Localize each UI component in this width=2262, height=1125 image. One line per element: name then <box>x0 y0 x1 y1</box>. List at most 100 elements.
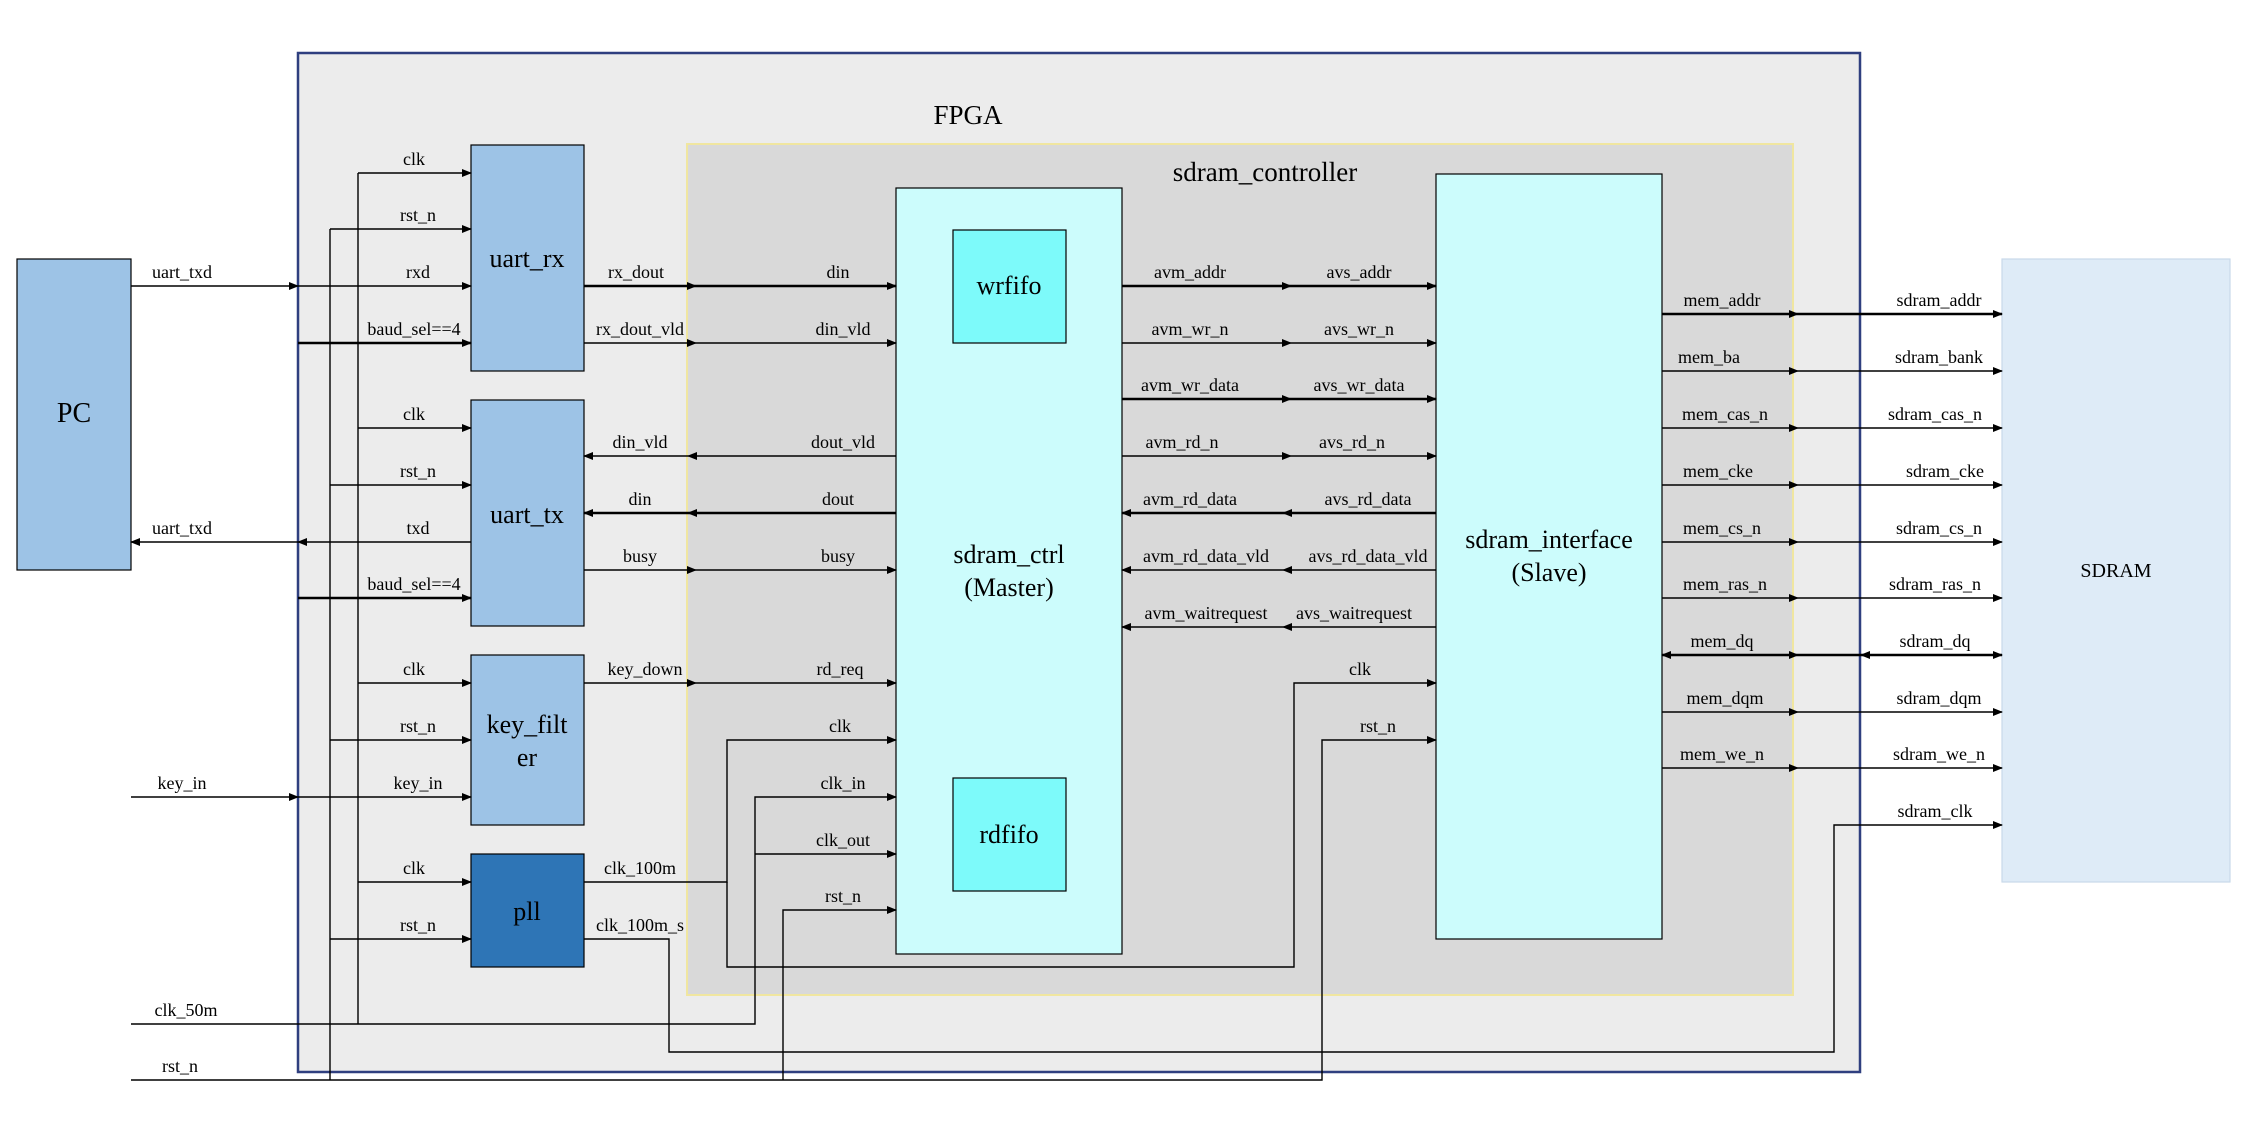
key-filter-label-line1: key_filt <box>487 710 569 739</box>
uart-rx-label: uart_rx <box>489 244 564 273</box>
mem-cke-label: mem_cke <box>1683 461 1753 481</box>
rx-dout-mid-arrow <box>687 282 697 290</box>
key-filter-rst-n-label: rst_n <box>400 716 436 736</box>
mem-addr-label: mem_addr <box>1684 290 1761 310</box>
mem-we-n-label: mem_we_n <box>1680 744 1764 764</box>
uart-tx-baud-sel-label: baud_sel==4 <box>367 574 460 594</box>
avm-wr-n-label: avm_wr_n <box>1152 319 1229 339</box>
pll-label: pll <box>513 897 540 926</box>
ctrl-rd-req-label: rd_req <box>817 659 864 679</box>
uart-rx-block <box>470 144 585 372</box>
uart-tx-txd-label: txd <box>406 518 429 538</box>
avs-rd-data-vld-label: avs_rd_data_vld <box>1309 546 1428 566</box>
sdram-clk-label: sdram_clk <box>1898 801 1973 821</box>
pc-uart-txd-in-label: uart_txd <box>152 262 212 282</box>
rdfifo-block <box>952 777 1067 892</box>
wrfifo-label: wrfifo <box>977 271 1042 300</box>
ctrl-dout-vld-label: dout_vld <box>811 432 875 452</box>
avs-wr-data-label: avs_wr_data <box>1314 375 1405 395</box>
ctrl-busy-label: busy <box>821 546 855 566</box>
mem-dqm-mid-arrow <box>1789 708 1799 716</box>
mem-dq-label: mem_dq <box>1691 631 1754 651</box>
tx-busy-label: busy <box>623 546 657 566</box>
mem-cke-mid-arrow <box>1789 481 1799 489</box>
ctrl-rst-n-label: rst_n <box>825 886 861 906</box>
mem-ba-mid-arrow <box>1789 367 1799 375</box>
uart-rx-rst-n-label: rst_n <box>400 205 436 225</box>
avm-rd-data-label: avm_rd_data <box>1143 489 1237 509</box>
busy-mid-arrow <box>687 566 697 574</box>
avm-addr-label: avm_addr <box>1154 262 1226 282</box>
clk-100m-s-wire <box>584 821 2003 1053</box>
avs-rd-n-label: avs_rd_n <box>1319 432 1385 452</box>
uart-rx-rxd-label: rxd <box>406 262 430 282</box>
ctrl-din-label: din <box>826 262 849 282</box>
key-filter-clk-label: clk <box>403 659 425 679</box>
pc-uart-txd-out-label: uart_txd <box>152 518 212 538</box>
mem-ba-label: mem_ba <box>1678 347 1740 367</box>
avm-wr-n-mid-arrow <box>1282 339 1292 347</box>
ctrl-clk-label: clk <box>829 716 851 736</box>
rdfifo-label: rdfifo <box>979 820 1038 849</box>
mem-dq-mid-arrow-right <box>1789 651 1799 659</box>
clk-100m-s-label: clk_100m_s <box>596 915 684 935</box>
pll-rst-n-label: rst_n <box>400 915 436 935</box>
avm-addr-mid-arrow <box>1282 282 1292 290</box>
key-filter-block <box>470 654 585 826</box>
avs-waitrequest-mid-arrow <box>1282 623 1292 631</box>
dout-mid-arrow <box>687 509 697 517</box>
rst-n-external-wire <box>131 736 1437 1081</box>
interface-rst-n-label: rst_n <box>1360 716 1396 736</box>
uart-rx-baud-sel-label: baud_sel==4 <box>367 319 460 339</box>
mem-ras-n-mid-arrow <box>1789 594 1799 602</box>
pll-clk-label: clk <box>403 858 425 878</box>
pll-block <box>470 853 585 968</box>
sdram-we-n-label: sdram_we_n <box>1893 744 1985 764</box>
dout-vld-mid-arrow <box>687 452 697 460</box>
key-down-mid-arrow <box>687 679 697 687</box>
key-down-label: key_down <box>608 659 683 679</box>
uart-tx-label: uart_tx <box>490 500 564 529</box>
ctrl-clk-out-label: clk_out <box>816 830 870 850</box>
fpga-title: FPGA <box>933 100 1003 130</box>
ctrl-clk-in-label: clk_in <box>821 773 866 793</box>
sdram-cas-n-label: sdram_cas_n <box>1888 404 1982 424</box>
rx-dout-vld-mid-arrow <box>687 339 697 347</box>
avm-waitrequest-label: avm_waitrequest <box>1145 603 1268 623</box>
rst-n-external-label: rst_n <box>162 1056 198 1076</box>
clk-100m-label: clk_100m <box>604 858 676 878</box>
mem-we-n-mid-arrow <box>1789 764 1799 772</box>
avs-rd-data-mid-arrow <box>1282 509 1292 517</box>
key-filter-label-line2: er <box>517 743 538 772</box>
avs-wr-n-label: avs_wr_n <box>1324 319 1394 339</box>
sdram-controller-title: sdram_controller <box>1173 157 1357 187</box>
sdram-cs-n-label: sdram_cs_n <box>1896 518 1982 538</box>
mem-cs-n-mid-arrow <box>1789 538 1799 546</box>
sdram-label: SDRAM <box>2080 560 2151 582</box>
ctrl-din-vld-label: din_vld <box>815 319 870 339</box>
avm-rd-data-vld-label: avm_rd_data_vld <box>1143 546 1269 566</box>
mem-dq-mid-arrow-left <box>1860 651 1870 659</box>
avm-rd-n-mid-arrow <box>1282 452 1292 460</box>
uart-tx-clk-label: clk <box>403 404 425 424</box>
sdram-block <box>2001 258 2231 883</box>
avs-waitrequest-label: avs_waitrequest <box>1296 603 1412 623</box>
key-in-external-label: key_in <box>158 773 207 793</box>
key-filter-key-in-label: key_in <box>394 773 443 793</box>
wrfifo-block <box>952 229 1067 344</box>
avs-rd-data-vld-mid-arrow <box>1282 566 1292 574</box>
mem-addr-mid-arrow <box>1789 310 1799 318</box>
avs-rd-data-label: avs_rd_data <box>1325 489 1412 509</box>
mem-cas-n-mid-arrow <box>1789 424 1799 432</box>
clk-100m-to-interface-wire <box>726 679 1437 968</box>
sdram-ctrl-label-line2: (Master) <box>964 573 1054 602</box>
avm-rd-n-label: avm_rd_n <box>1146 432 1219 452</box>
clk-50m-wire <box>131 793 897 1025</box>
uart-tx-rst-n-label: rst_n <box>400 461 436 481</box>
mem-ras-n-label: mem_ras_n <box>1683 574 1767 594</box>
clk-100m-wire <box>584 736 897 883</box>
rx-dout-label: rx_dout <box>608 262 664 282</box>
tx-din-label: din <box>628 489 651 509</box>
ctrl-rst-n-wire <box>782 906 897 1080</box>
